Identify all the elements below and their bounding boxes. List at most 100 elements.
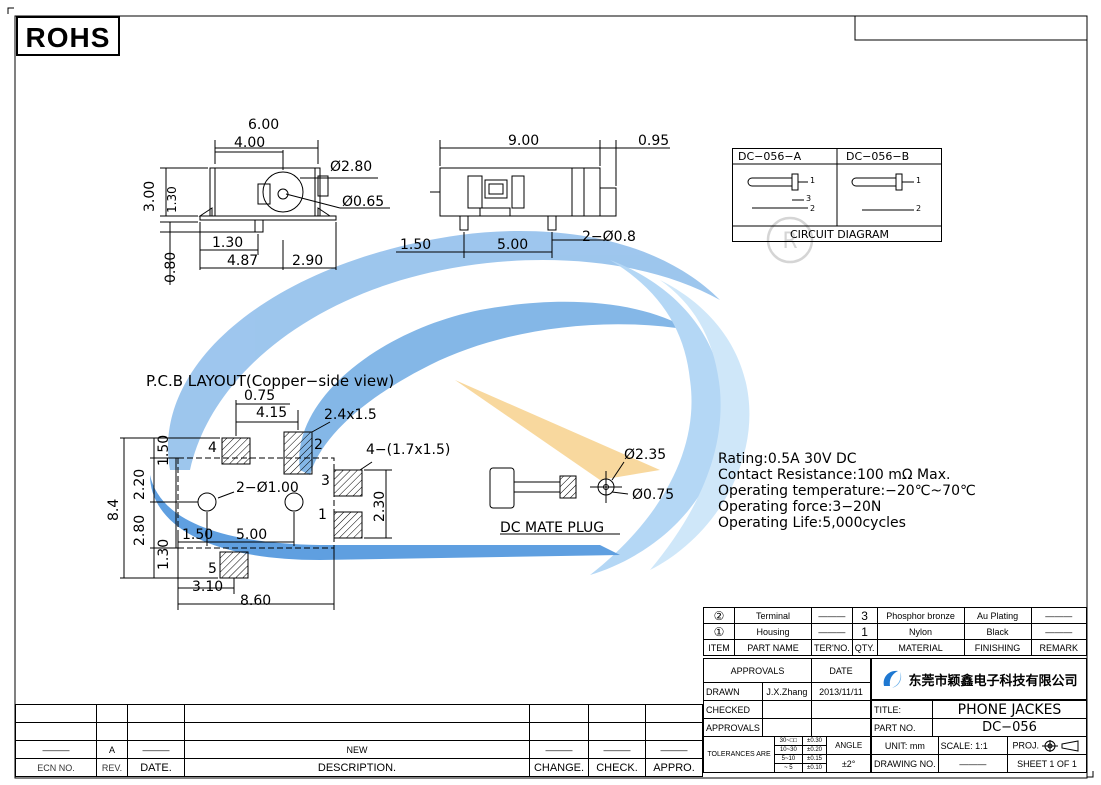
- dim-1-30: 1.30: [212, 235, 244, 251]
- bom-h-part: PART NAME: [734, 639, 812, 656]
- unit-row: UNIT: mm SCALE: 1:1 PROJ.: [871, 736, 1087, 755]
- bom-remark: ———: [1030, 623, 1088, 640]
- spec-operating-temperature: Operating temperature:−20℃~70℃: [718, 483, 976, 499]
- rev-empty: [184, 704, 530, 723]
- bom-header-row: ITEM PART NAME TER'NO. QTY. MATERIAL FIN…: [703, 639, 1088, 656]
- dim-dia-0-65: Ø0.65: [342, 194, 385, 210]
- pcb-dim-8-60: 8.60: [240, 593, 272, 609]
- bom-ter: ———: [811, 623, 853, 640]
- checked-by: [761, 700, 813, 719]
- title-table: TITLE: PHONE JACKES PART NO. DC−056: [871, 700, 1087, 737]
- date-heading: DATE: [811, 658, 871, 683]
- pcb-dim-3-10: 3.10: [192, 579, 224, 595]
- bom-item: ②: [703, 607, 735, 624]
- bom-material: Nylon: [876, 623, 965, 640]
- partno-row: PART NO. DC−056: [871, 718, 1087, 737]
- circuit-label-a: DC−056−A: [738, 150, 802, 163]
- pcb-dim-0-75: 0.75: [244, 388, 276, 404]
- dim-0-95: 0.95: [638, 133, 670, 149]
- revision-empty-row: [15, 704, 703, 723]
- tol-range: ~ 5: [774, 763, 803, 773]
- dim-6-00: 6.00: [248, 117, 280, 133]
- dim-4-00: 4.00: [234, 135, 266, 151]
- pcb-dim-1-50-bottom: 1.50: [182, 527, 214, 543]
- rev-empty: [588, 704, 646, 723]
- pad-number-5: 5: [208, 561, 217, 577]
- pad-number-3: 3: [321, 473, 330, 489]
- pin-b-1: 1: [916, 176, 922, 185]
- rev-h-ecn: ECN NO.: [15, 758, 97, 777]
- dim-4-87: 4.87: [227, 253, 259, 269]
- pcb-layout-drawing: [120, 400, 392, 610]
- drawn-label: DRAWN: [703, 682, 763, 701]
- scale-cell: SCALE: 1:1: [937, 736, 1009, 755]
- rev-empty: [184, 722, 530, 741]
- tol-range: 30~□□: [774, 736, 803, 746]
- rev-empty: [15, 704, 97, 723]
- sheet-cell: SHEET 1 OF 1: [1007, 754, 1087, 773]
- rev-h-rev: REV.: [96, 758, 128, 777]
- revision-table: ——— A ——— NEW ——— ——— ——— ECN NO. REV. D…: [15, 704, 703, 777]
- company-logo-icon: [884, 670, 902, 688]
- dim-1-30-vert: 1.30: [165, 186, 179, 213]
- drawing-info-table: UNIT: mm SCALE: 1:1 PROJ. DRAWING NO. ——…: [871, 736, 1087, 773]
- top-view-drawing: [160, 140, 390, 285]
- pcb-dim-1-50-top: 1.50: [156, 434, 172, 466]
- pad-number-4: 4: [208, 440, 217, 456]
- bom-remark: ———: [1030, 607, 1088, 624]
- spec-contact-resistance: Contact Resistance:100 mΩ Max.: [718, 467, 951, 483]
- spec-rating: Rating:0.5A 30V DC: [718, 451, 857, 467]
- pin-b-2: 2: [916, 204, 922, 213]
- tol-heading: TOLERANCES ARE: [703, 736, 775, 773]
- rev-empty: [96, 704, 128, 723]
- title-label: TITLE:: [871, 700, 933, 719]
- revision-row: ——— A ——— NEW ——— ——— ———: [15, 740, 703, 759]
- drawing-no-label: DRAWING NO.: [871, 754, 939, 773]
- revision-header-row: ECN NO. REV. DATE. DESCRIPTION. CHANGE. …: [15, 758, 703, 777]
- approved-by: [761, 718, 813, 737]
- angle-heading: ANGLE: [826, 736, 871, 755]
- bom-h-finishing: FINISHING: [963, 639, 1032, 656]
- checked-row: CHECKED: [703, 700, 871, 719]
- rev-h-change: CHANGE.: [529, 758, 589, 777]
- plug-label: DC MATE PLUG: [500, 520, 605, 536]
- pcb-title: P.C.B LAYOUT(Copper−side view): [146, 372, 395, 390]
- proj-label: PROJ.: [1012, 739, 1039, 750]
- rev-empty: [96, 722, 128, 741]
- approvals-heading: APPROVALS: [703, 658, 812, 683]
- pin-a-1: 1: [810, 176, 816, 185]
- partno-label: PART NO.: [871, 718, 933, 737]
- projection-symbol-icon: [1041, 739, 1079, 752]
- bom-qty: 1: [851, 623, 878, 640]
- approvals-row: APPROVALS: [703, 718, 871, 737]
- rev-check: ———: [588, 740, 646, 759]
- circuit-caption: CIRCUIT DIAGRAM: [790, 228, 889, 241]
- drawing-no-value: ———: [937, 754, 1009, 773]
- checked-date: [811, 700, 871, 719]
- tol-range: 10~30: [774, 745, 803, 755]
- pin-a-3: 3: [806, 194, 812, 203]
- plug-dim-2-35: Ø2.35: [624, 447, 667, 463]
- dim-dia-2-80: Ø2.80: [330, 159, 373, 175]
- dim-2-90: 2.90: [292, 253, 324, 269]
- rev-h-appro: APPRO.: [645, 758, 703, 777]
- company-block: 东莞市颖鑫电子科技有限公司: [871, 658, 1087, 700]
- approvals-table: APPROVALS DATE DRAWN J.X.Zhang 2013/11/1…: [703, 658, 871, 737]
- bom-row: ① Housing ——— 1 Nylon Black ———: [703, 623, 1088, 640]
- rev-ecn: ———: [15, 740, 97, 759]
- title-value: PHONE JACKES: [932, 700, 1087, 719]
- pcb-dim-1-30: 1.30: [156, 538, 172, 570]
- revision-empty-row: [15, 722, 703, 741]
- pcb-dim-2-dia-1-00: 2−Ø1.00: [236, 480, 299, 496]
- plug-dim-0-75: Ø0.75: [632, 487, 675, 503]
- tolerance-table: TOLERANCES ARE 30~□□ ±0.30 ANGLE 10~30 ±…: [703, 736, 871, 773]
- pcb-dim-4-15: 4.15: [256, 405, 288, 421]
- rev-empty: [588, 722, 646, 741]
- tol-row: ~ 5 ±0.10: [704, 763, 871, 773]
- pcb-dim-2-4x1-5: 2.4x1.5: [324, 407, 377, 423]
- tol-value: ±0.20: [801, 745, 828, 755]
- bom-part: Terminal: [734, 607, 812, 624]
- dim-2-dia-0-8: 2−Ø0.8: [582, 229, 636, 245]
- approvals-label: APPROVALS: [703, 718, 763, 737]
